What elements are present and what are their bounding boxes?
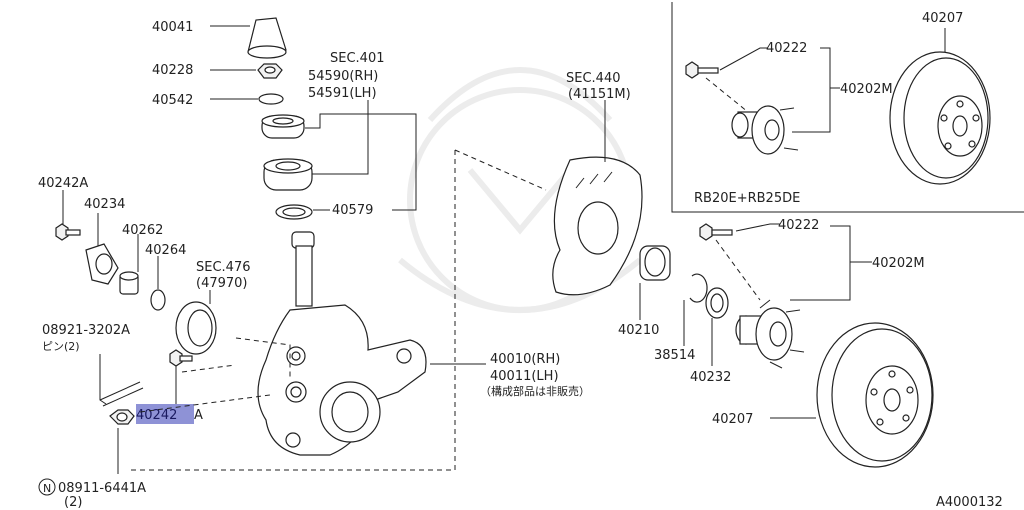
sec-401-lh-label: 54591(LH) xyxy=(308,86,377,101)
steering-knuckle-part xyxy=(257,231,427,456)
hex-nut-part xyxy=(109,409,135,425)
lock-nut-part xyxy=(257,63,283,79)
label-40222-main: 40222 xyxy=(778,218,819,233)
pin-part xyxy=(99,381,144,407)
sec-440-ref-label: (41151M) xyxy=(568,87,631,102)
sec-476-label: SEC.476 xyxy=(196,260,251,275)
brake-backing-plate-part xyxy=(552,156,643,296)
retainer-plate-part xyxy=(85,243,119,285)
label-40542: 40542 xyxy=(152,93,193,108)
label-40202m-main: 40202M xyxy=(872,256,925,271)
sec-401-rh-label: 54590(RH) xyxy=(308,69,378,84)
grease-cap-part xyxy=(247,17,287,59)
inset-engine-label: RB20E+RB25DE xyxy=(694,191,800,206)
sec-401-label: SEC.401 xyxy=(330,51,385,66)
knuckle-lh-label: 40011(LH) xyxy=(490,369,559,384)
sec-440-label: SEC.440 xyxy=(566,71,621,86)
inset-wheel-stud-part xyxy=(685,61,719,79)
label-40262: 40262 xyxy=(122,223,163,238)
grease-seal-part xyxy=(275,204,313,220)
hub-bearing-part xyxy=(639,245,671,281)
label-40232: 40232 xyxy=(690,370,731,385)
dust-seal-part xyxy=(175,301,217,355)
not-sold-note: （構成部品は非販売） xyxy=(480,384,590,398)
pin-part-label: 08921-3202A xyxy=(42,323,130,338)
label-40207-main: 40207 xyxy=(712,412,753,427)
bolt-lower-part xyxy=(169,349,193,367)
label-40242-highlight: 40242 xyxy=(136,408,177,423)
inset-frame: RB20E+RB25DE xyxy=(671,2,1024,213)
label-40202m-inset: 40202M xyxy=(840,82,893,97)
inset-wheel-hub-part xyxy=(731,105,799,155)
nut-prefix-circle xyxy=(38,478,56,496)
label-40228: 40228 xyxy=(152,63,193,78)
inner-bearing-part xyxy=(263,158,313,191)
label-40242-suffix: A xyxy=(194,408,203,423)
label-40579: 40579 xyxy=(332,203,373,218)
hub-seal-part xyxy=(705,287,729,319)
diagram-reference-code: A4000132 xyxy=(936,495,1003,510)
outer-bearing-part xyxy=(261,114,305,139)
label-38514: 38514 xyxy=(654,348,695,363)
washer-small-part xyxy=(150,289,166,311)
nut-qty-label: (2) xyxy=(64,495,82,510)
label-40222-inset: 40222 xyxy=(766,41,807,56)
label-40210: 40210 xyxy=(618,323,659,338)
pin-qty-label: ピン(2) xyxy=(42,340,80,353)
label-40041: 40041 xyxy=(152,20,193,35)
highlight-40242 xyxy=(136,404,194,424)
label-40264: 40264 xyxy=(145,243,186,258)
sec-476-ref-label: (47970) xyxy=(196,276,248,291)
snap-ring-part xyxy=(689,273,708,303)
knuckle-rh-label: 40010(RH) xyxy=(490,352,560,367)
label-40242a-upper: 40242A xyxy=(38,176,88,191)
label-40207-inset: 40207 xyxy=(922,11,963,26)
inset-brake-rotor-part xyxy=(889,51,991,185)
brake-rotor-part xyxy=(816,322,934,468)
nut-part-label: 08911-6441A xyxy=(58,481,146,496)
label-40234: 40234 xyxy=(84,197,125,212)
nut-prefix: N xyxy=(43,482,51,495)
wheel-stud-part xyxy=(699,223,733,241)
washer-part xyxy=(258,93,284,105)
spacer-part xyxy=(119,271,139,295)
bolt-upper-part xyxy=(55,223,81,241)
wheel-hub-part xyxy=(735,299,805,369)
